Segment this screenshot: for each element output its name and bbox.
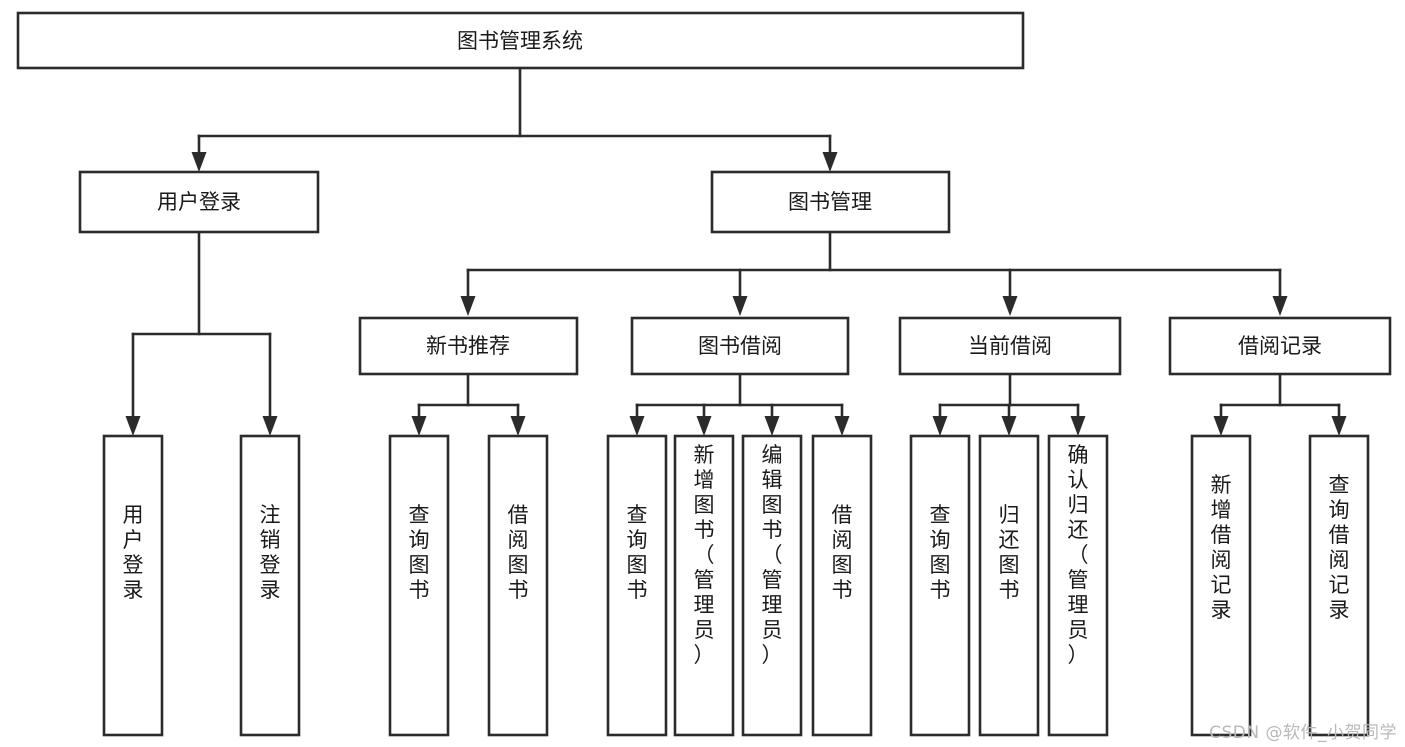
- node-current-borrow-box[interactable]: [898, 316, 1122, 376]
- arrow-icon-bookmanage-current: [1002, 296, 1018, 316]
- node-leaf-query-book-1[interactable]: 查询图书: [388, 434, 450, 737]
- node-leaf-edit-book[interactable]: 编辑图书（管理员）: [741, 434, 803, 737]
- arrow-icon-userlogin-leaf1: [125, 416, 141, 436]
- node-leaf-confirm-return-box[interactable]: [1047, 434, 1109, 737]
- node-leaf-return-book[interactable]: 归还图书: [978, 434, 1040, 737]
- node-leaf-return-book-label: 归还图书: [999, 503, 1020, 602]
- node-root-box[interactable]: [16, 11, 1025, 70]
- node-leaf-borrow-book-1-label: 借阅图书: [508, 503, 529, 602]
- arrow-icon-current-leaf2: [1001, 416, 1017, 436]
- node-leaf-edit-book-label: 编辑图书（管理员）: [762, 443, 783, 667]
- node-leaf-query-book-2-box[interactable]: [606, 434, 668, 737]
- node-book-borrow-label: 图书借阅: [698, 334, 782, 358]
- node-borrow-record-label: 借阅记录: [1238, 334, 1322, 358]
- node-leaf-user-login-box[interactable]: [102, 434, 164, 737]
- node-leaf-add-book-label: 新增图书（管理员）: [694, 443, 715, 667]
- node-leaf-logout-box[interactable]: [239, 434, 301, 737]
- node-leaf-query-book-2[interactable]: 查询图书: [606, 434, 668, 737]
- node-book-manage-label: 图书管理: [788, 190, 872, 214]
- node-user-login[interactable]: 用户登录: [78, 170, 320, 234]
- arrow-icon-record-leaf1: [1213, 416, 1229, 436]
- node-root-label: 图书管理系统: [457, 29, 583, 53]
- node-new-book-rec[interactable]: 新书推荐: [358, 316, 579, 376]
- node-leaf-query-book-2-label: 查询图书: [627, 503, 648, 602]
- arrow-icon-root-to-book-manage: [822, 152, 838, 172]
- csdn-watermark: CSDN @软件_小贺同学: [1209, 723, 1397, 743]
- node-leaf-add-record-box[interactable]: [1190, 434, 1252, 737]
- node-leaf-query-record[interactable]: 查询借阅记录: [1308, 434, 1370, 737]
- arrow-icon-borrow-leaf2: [696, 416, 712, 436]
- node-book-manage-box[interactable]: [710, 170, 951, 234]
- node-leaf-return-book-box[interactable]: [978, 434, 1040, 737]
- node-leaf-borrow-book-1-box[interactable]: [487, 434, 549, 737]
- node-leaf-edit-book-box[interactable]: [741, 434, 803, 737]
- node-user-login-box[interactable]: [78, 170, 320, 234]
- node-leaf-add-book[interactable]: 新增图书（管理员）: [673, 434, 735, 737]
- arrow-icon-record-leaf2: [1331, 416, 1347, 436]
- arrow-icon-bookmanage-newbook: [460, 296, 476, 316]
- node-leaf-borrow-book-1[interactable]: 借阅图书: [487, 434, 549, 737]
- arrow-icon-bookmanage-record: [1272, 296, 1288, 316]
- node-borrow-record-box[interactable]: [1168, 316, 1392, 376]
- connector-layer: [125, 66, 1347, 436]
- node-current-borrow-label: 当前借阅: [968, 334, 1052, 358]
- arrow-icon-borrow-leaf4: [834, 416, 850, 436]
- node-leaf-logout-label: 注销登录: [260, 503, 281, 602]
- arrow-icon-newbook-leaf2: [510, 416, 526, 436]
- arrow-icon-current-leaf1: [932, 416, 948, 436]
- node-leaf-user-login-label: 用户登录: [123, 503, 144, 602]
- node-leaf-query-book-1-label: 查询图书: [409, 503, 430, 602]
- node-leaf-add-record[interactable]: 新增借阅记录: [1190, 434, 1252, 737]
- node-borrow-record[interactable]: 借阅记录: [1168, 316, 1392, 376]
- node-leaf-confirm-return-label: 确认归还（管理员）: [1068, 443, 1089, 667]
- node-leaf-add-book-box[interactable]: [673, 434, 735, 737]
- node-leaf-logout[interactable]: 注销登录: [239, 434, 301, 737]
- node-book-borrow-box[interactable]: [630, 316, 850, 376]
- arrow-icon-newbook-leaf1: [411, 416, 427, 436]
- node-leaf-borrow-book-2-box[interactable]: [811, 434, 873, 737]
- node-book-borrow[interactable]: 图书借阅: [630, 316, 850, 376]
- node-user-login-label: 用户登录: [157, 190, 241, 214]
- node-leaf-add-record-label: 新增借阅记录: [1211, 473, 1232, 622]
- node-new-book-rec-box[interactable]: [358, 316, 579, 376]
- arrow-icon-bookmanage-borrow: [732, 296, 748, 316]
- node-leaf-query-book-3[interactable]: 查询图书: [909, 434, 971, 737]
- arrow-icon-root-to-user-login: [191, 152, 207, 172]
- node-leaf-query-record-label: 查询借阅记录: [1329, 473, 1350, 622]
- node-new-book-rec-label: 新书推荐: [426, 334, 510, 358]
- arrow-icon-userlogin-leaf2: [262, 416, 278, 436]
- arrow-icon-current-leaf3: [1070, 416, 1086, 436]
- node-leaf-query-book-3-label: 查询图书: [930, 503, 951, 602]
- node-leaf-query-record-box[interactable]: [1308, 434, 1370, 737]
- node-leaf-borrow-book-2-label: 借阅图书: [832, 503, 853, 602]
- arrow-icon-borrow-leaf3: [764, 416, 780, 436]
- node-leaf-query-book-3-box[interactable]: [909, 434, 971, 737]
- node-root[interactable]: 图书管理系统: [16, 11, 1025, 70]
- node-leaf-query-book-1-box[interactable]: [388, 434, 450, 737]
- node-current-borrow[interactable]: 当前借阅: [898, 316, 1122, 376]
- node-book-manage[interactable]: 图书管理: [710, 170, 951, 234]
- node-leaf-borrow-book-2[interactable]: 借阅图书: [811, 434, 873, 737]
- arrow-icon-borrow-leaf1: [629, 416, 645, 436]
- node-leaf-user-login[interactable]: 用户登录: [102, 434, 164, 737]
- node-leaf-confirm-return[interactable]: 确认归还（管理员）: [1047, 434, 1109, 737]
